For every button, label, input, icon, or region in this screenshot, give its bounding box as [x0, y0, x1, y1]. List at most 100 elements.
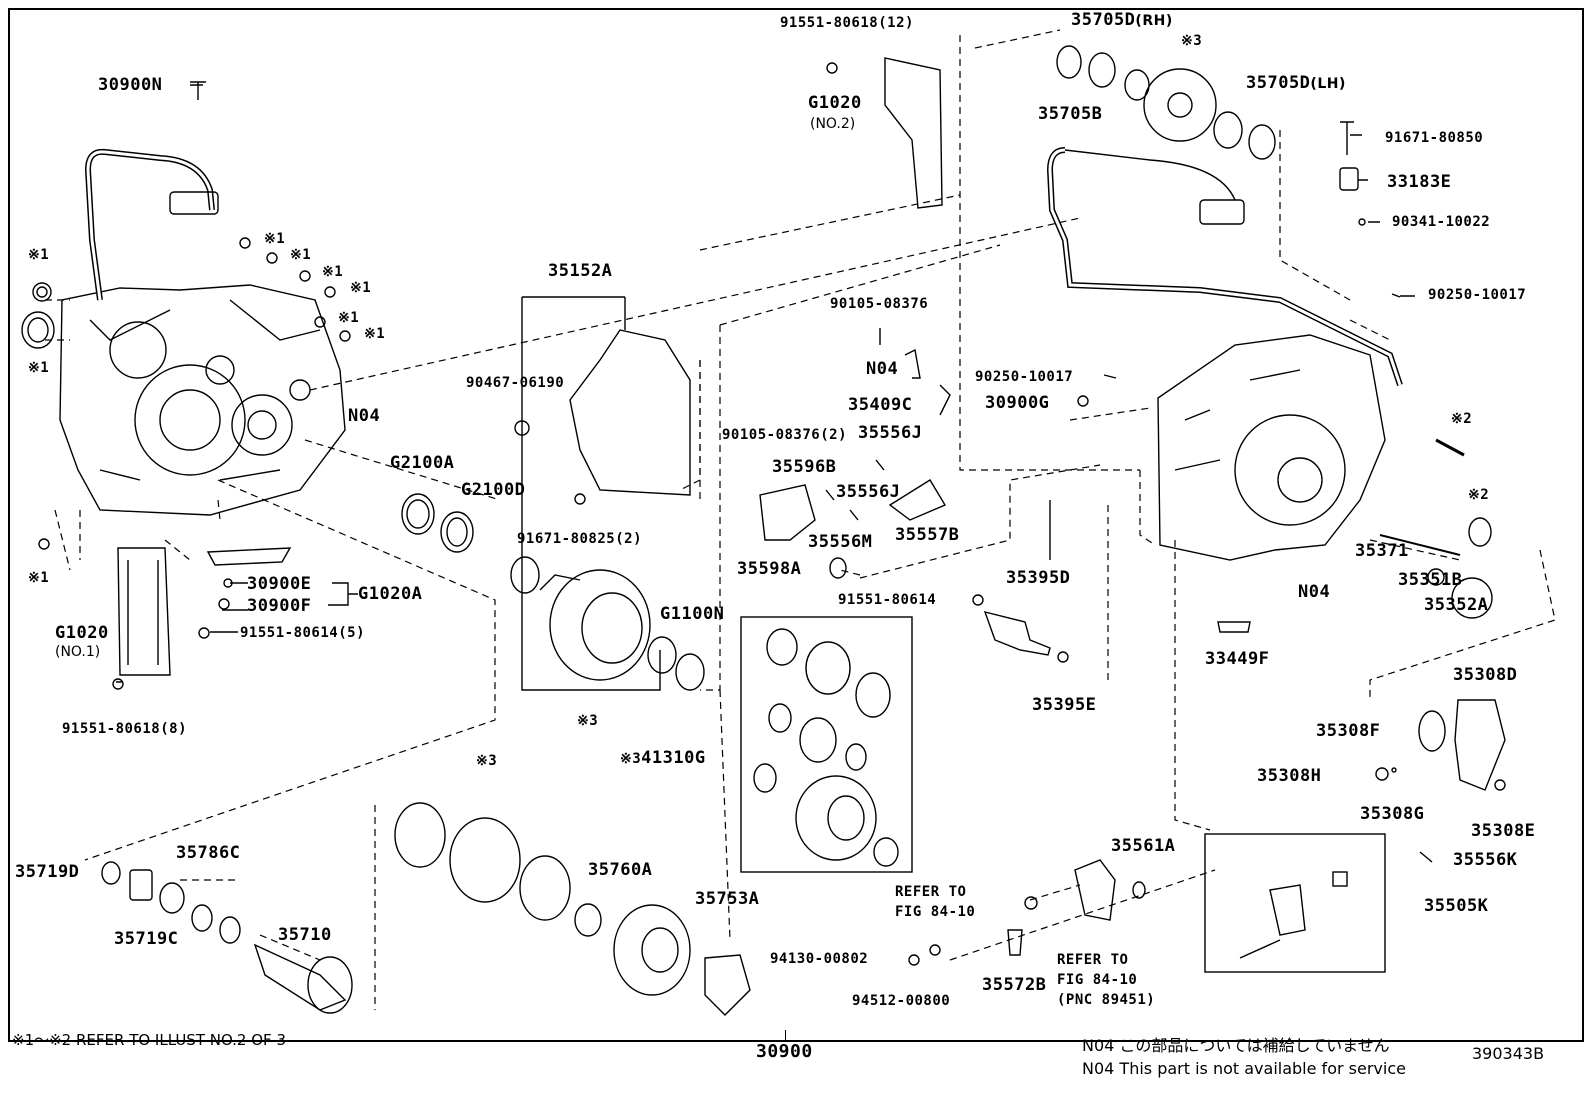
label-90105-08376: 90105-08376	[830, 296, 929, 312]
g2100a-seal	[401, 493, 435, 535]
label-90467-06190: 90467-06190	[466, 375, 565, 391]
label-35152a: 35152A	[548, 261, 613, 281]
label-35308f: 35308F	[1316, 721, 1381, 741]
gear-35352a	[1451, 577, 1493, 619]
label-35705d-rh: 35705D(RH)	[1071, 10, 1173, 30]
label-30900g: 30900G	[985, 393, 1050, 413]
plate-35753a	[704, 954, 751, 1016]
footer-note-left: ※1～※2 REFER TO ILLUST NO.2 OF 3	[12, 1031, 286, 1049]
g1020-no2-bracket	[884, 57, 943, 209]
label-g1100n: G1100N	[660, 604, 725, 624]
lever-35596b	[759, 484, 816, 541]
kit-box-35505k	[1204, 833, 1386, 973]
label-35557b: 35557B	[895, 525, 960, 545]
label-g2100a: G2100A	[390, 453, 455, 473]
label-star3-gear: ※3	[1181, 33, 1203, 49]
label-35596b: 35596B	[772, 457, 837, 477]
label-94512-00800: 94512-00800	[852, 993, 951, 1009]
label-35786c: 35786C	[176, 843, 241, 863]
label-refer-to-2: REFER TO	[1057, 952, 1129, 968]
label-star1-b: ※1	[28, 360, 50, 376]
label-star1-d: ※1	[290, 247, 312, 263]
footer-n04-en: N04 This part is not available for servi…	[1082, 1059, 1406, 1078]
oil-pipe-left	[84, 148, 219, 301]
label-90105-08376-2: 90105-08376(2)	[722, 427, 848, 443]
transaxle-housing-left	[59, 284, 346, 516]
label-35719d: 35719D	[15, 862, 80, 882]
label-35572b: 35572B	[982, 975, 1047, 995]
label-star1-h: ※1	[364, 326, 386, 342]
small-fasteners-left	[21, 81, 351, 550]
bolt-91671-80850	[1340, 121, 1354, 155]
label-star1-c: ※1	[264, 231, 286, 247]
bearing-35705d-lh	[1248, 124, 1276, 160]
label-35719c: 35719C	[114, 929, 179, 949]
label-35556k: 35556K	[1453, 850, 1518, 870]
label-41310g: ※341310G	[620, 748, 706, 768]
label-star3-diff: ※3	[577, 713, 599, 729]
label-35598a: 35598A	[737, 559, 802, 579]
label-star2-b: ※2	[1468, 487, 1490, 503]
label-35308e: 35308E	[1471, 821, 1536, 841]
label-35760a: 35760A	[588, 860, 653, 880]
label-35561a: 35561A	[1111, 836, 1176, 856]
gear-35760a	[613, 904, 691, 996]
label-35556j-a: 35556J	[858, 423, 923, 443]
label-n04-small: N04	[866, 359, 899, 379]
label-91551-80618-8: 91551-80618(8)	[62, 721, 188, 737]
seal-35705b	[1056, 45, 1082, 79]
ring-35719d	[101, 861, 121, 885]
label-n04-right: N04	[1298, 582, 1331, 602]
label-35395d: 35395D	[1006, 568, 1071, 588]
g2100d-seal	[440, 511, 474, 553]
label-refer-to-1: REFER TO	[895, 884, 967, 900]
label-94130-00802: 94130-00802	[770, 951, 869, 967]
label-35308h: 35308H	[1257, 766, 1322, 786]
bushing-33183e	[1339, 167, 1359, 191]
label-35308g: 35308G	[1360, 804, 1425, 824]
label-star1-e: ※1	[322, 264, 344, 280]
label-star1-a: ※1	[28, 247, 50, 263]
label-35753a: 35753A	[695, 889, 760, 909]
label-35308d: 35308D	[1453, 665, 1518, 685]
diagram-frame	[8, 8, 1584, 1042]
guide-lines	[45, 29, 1556, 1010]
label-star1-f: ※1	[350, 280, 372, 296]
plate-35152a	[569, 329, 691, 496]
label-35371: 35371	[1355, 541, 1409, 561]
label-star1-i: ※1	[28, 570, 50, 586]
label-91671-80825-2: 91671-80825(2)	[517, 531, 643, 547]
label-35556j-b: 35556J	[836, 482, 901, 502]
label-g1020-no1-sub: (NO.1)	[55, 644, 101, 660]
label-35409c: 35409C	[848, 395, 913, 415]
label-star2-a: ※2	[1451, 411, 1473, 427]
label-30900n: 30900N	[98, 75, 163, 95]
oring-35308f	[1418, 710, 1446, 752]
label-refer-pnc: (PNC 89451)	[1057, 992, 1156, 1008]
label-g1020-no2: G1020	[808, 93, 862, 113]
label-35705d-lh: 35705D(LH)	[1246, 73, 1346, 93]
bracket-n04-small	[879, 328, 921, 379]
label-g1020-no1: G1020	[55, 623, 109, 643]
label-30900f: 30900F	[247, 596, 312, 616]
shaft-35710	[253, 943, 347, 1011]
label-g1020a: G1020A	[358, 584, 423, 604]
label-91671-80850: 91671-80850	[1385, 130, 1484, 146]
label-90250-10017-a: 90250-10017	[1428, 287, 1527, 303]
final-gear	[1143, 68, 1217, 142]
kit-box-41310g	[740, 616, 913, 873]
label-refer-fig-2: FIG 84-10	[1057, 972, 1138, 988]
bolt-star2	[1435, 438, 1465, 457]
assembly-tick	[785, 1030, 786, 1042]
cover-35308d	[1454, 699, 1506, 791]
label-91551-80618-12: 91551-80618(12)	[780, 15, 914, 31]
label-star3-bearing: ※3	[476, 753, 498, 769]
label-30900e: 30900E	[247, 574, 312, 594]
label-33449f: 33449F	[1205, 649, 1270, 669]
label-35351b: 35351B	[1398, 570, 1463, 590]
label-90250-10017-b: 90250-10017	[975, 369, 1074, 385]
sensor-35395d	[983, 611, 1051, 656]
label-g1020-no2-sub: (NO.2)	[810, 116, 856, 132]
label-35352a: 35352A	[1424, 595, 1489, 615]
